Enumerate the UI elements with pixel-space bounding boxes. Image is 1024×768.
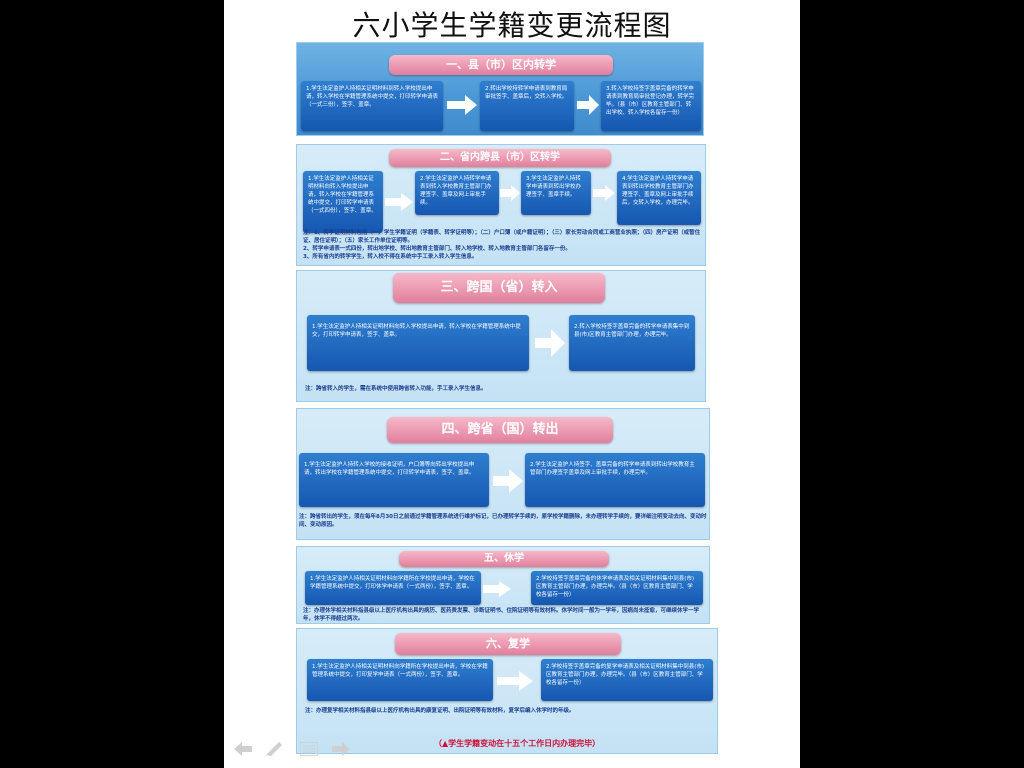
section-4-step-1: 1.学生法定监护人持转入学校的接收证明，户口簿等向转出学校提出申请，转出学校在学…	[299, 453, 489, 507]
section-1-step-1: 1.学生法定监护人持相关证明材料到转入学校提出申请，转入学校在学籍管理系统中提交…	[301, 81, 443, 131]
section-2-step-2: 2.学生法定监护人持转学申请表到转入学校教育主管部门办理签字、盖章及网上审批手续…	[415, 171, 499, 215]
section-2-heading: 二、省内跨县（市）区转学	[389, 149, 611, 167]
section-5-step-1: 1.学生法定监护人持相关证明材料向学籍所在学校提出申请，学校在学籍管理系统中提交…	[305, 571, 481, 605]
footer-note: （▲学生学籍变动在十五个工作日内办理完毕）	[434, 739, 601, 748]
section-1-step-3: 3.转入学校持签字盖章完备的转学申请表到教育局审批登记办理，转学完毕。（县（市）…	[601, 81, 701, 131]
section-6-panel: 六、复学 1.学生法定监护人持相关证明材料向学籍所在学校提出申请，学校在学籍管理…	[296, 628, 718, 754]
section-2-panel: 二、省内跨县（市）区转学 1.学生法定监护人持相关证明材料向转入学校提出申请，转…	[296, 144, 706, 266]
pen-icon[interactable]	[266, 742, 284, 760]
section-4-step-2: 2.学生法定监护人持签字、盖章完备的转学申请表到转出学校教育主管部门办理签字盖章…	[525, 453, 705, 507]
previous-icon[interactable]	[234, 742, 252, 760]
section-2-step-1: 1.学生法定监护人持相关证明材料向转入学校提出申请，转入学校在学籍管理系统中提交…	[303, 171, 383, 233]
arrow-icon	[493, 469, 523, 493]
section-5-panel: 五、休学 1.学生法定监护人持相关证明材料向学籍所在学校提出申请，学校在学籍管理…	[296, 546, 710, 624]
section-6-heading: 六、复学	[395, 633, 621, 655]
section-5-note: 注：办理休学相关材料指县级以上医疗机构出具的病历、医药费发票、诊断证明书、住院证…	[303, 608, 700, 622]
page-title: 六小学生学籍变更流程图	[352, 9, 672, 42]
section-1-panel: 一、县（市）区内转学 1.学生法定监护人持相关证明材料到转入学校提出申请，转入学…	[296, 42, 704, 136]
section-3-step-1: 1.学生法定监护人持相关证明材料向转入学校提出申请，转入学校在学籍管理系统中提交…	[307, 315, 529, 371]
section-4-note: 注：跨省转出的学生，须在每年8月30日之前通过学籍管理系统进行维护标记，已办理转…	[299, 514, 707, 528]
arrow-icon	[500, 185, 520, 201]
next-icon[interactable]	[332, 742, 350, 760]
section-3-note: 注：跨省转入的学生，需在系统中使用跨省转入功能，手工录入学生信息。	[305, 386, 487, 392]
section-5-step-2: 2.学校持签字盖章完备的休学申请表及相关证明材料集中到县(市)区教育主管部门办理…	[531, 571, 703, 605]
slide: 六小学生学籍变更流程图 一、县（市）区内转学 1.学生法定监护人持相关证明材料到…	[224, 0, 800, 768]
arrow-icon	[447, 95, 477, 115]
section-5-heading: 五、休学	[399, 551, 609, 567]
section-6-note: 注：办理复学相关材料指县级以上医疗机构出具的康复证明、出院证明等有效材料，复学后…	[305, 708, 575, 714]
arrow-icon	[593, 185, 615, 201]
section-4-heading: 四、跨省（国）转出	[387, 417, 613, 443]
section-1-step-2: 2.转出学校持转学申请表到教育局审批签字、盖章后，交转入学校。	[480, 81, 574, 131]
section-2-note: 注：1、转学证明材料包括（一）学生学籍证明（学籍表、转学证明等）；（二）户口薄（…	[303, 230, 701, 260]
section-3-panel: 三、跨国（省）转入 1.学生法定监护人持相关证明材料向转入学校提出申请，转入学校…	[296, 270, 706, 402]
arrow-icon	[497, 671, 533, 691]
section-4-panel: 四、跨省（国）转出 1.学生法定监护人持转入学校的接收证明，户口簿等向转出学校提…	[296, 408, 710, 540]
section-6-step-1: 1.学生法定监护人持相关证明材料向学籍所在学校提出申请，学校在学籍管理系统中提交…	[307, 659, 493, 701]
section-1-heading: 一、县（市）区内转学	[389, 55, 613, 75]
section-3-heading: 三、跨国（省）转入	[393, 273, 605, 303]
section-2-step-4: 4.学生法定监护人持转学申请表到转出学校教育主管部门办理签字、盖章及网上审批手续…	[617, 171, 701, 225]
arrow-icon	[385, 193, 413, 211]
arrow-icon	[483, 581, 511, 597]
arrow-icon	[535, 329, 565, 357]
section-3-step-2: 2.转入学校持签字盖章完备的转学申请表集中到县(市)区教育主管部门办理，办理完毕…	[569, 315, 695, 371]
menu-icon[interactable]	[299, 741, 319, 760]
section-2-step-3: 3.学生法定监护人持转学申请表到转出学校办理签字、盖章手续。	[521, 171, 591, 215]
section-6-step-2: 2.学校持签字盖章完备的复学申请表及相关证明材料集中到县(市)区教育主管部门办理…	[541, 659, 713, 701]
arrow-icon	[577, 95, 599, 115]
